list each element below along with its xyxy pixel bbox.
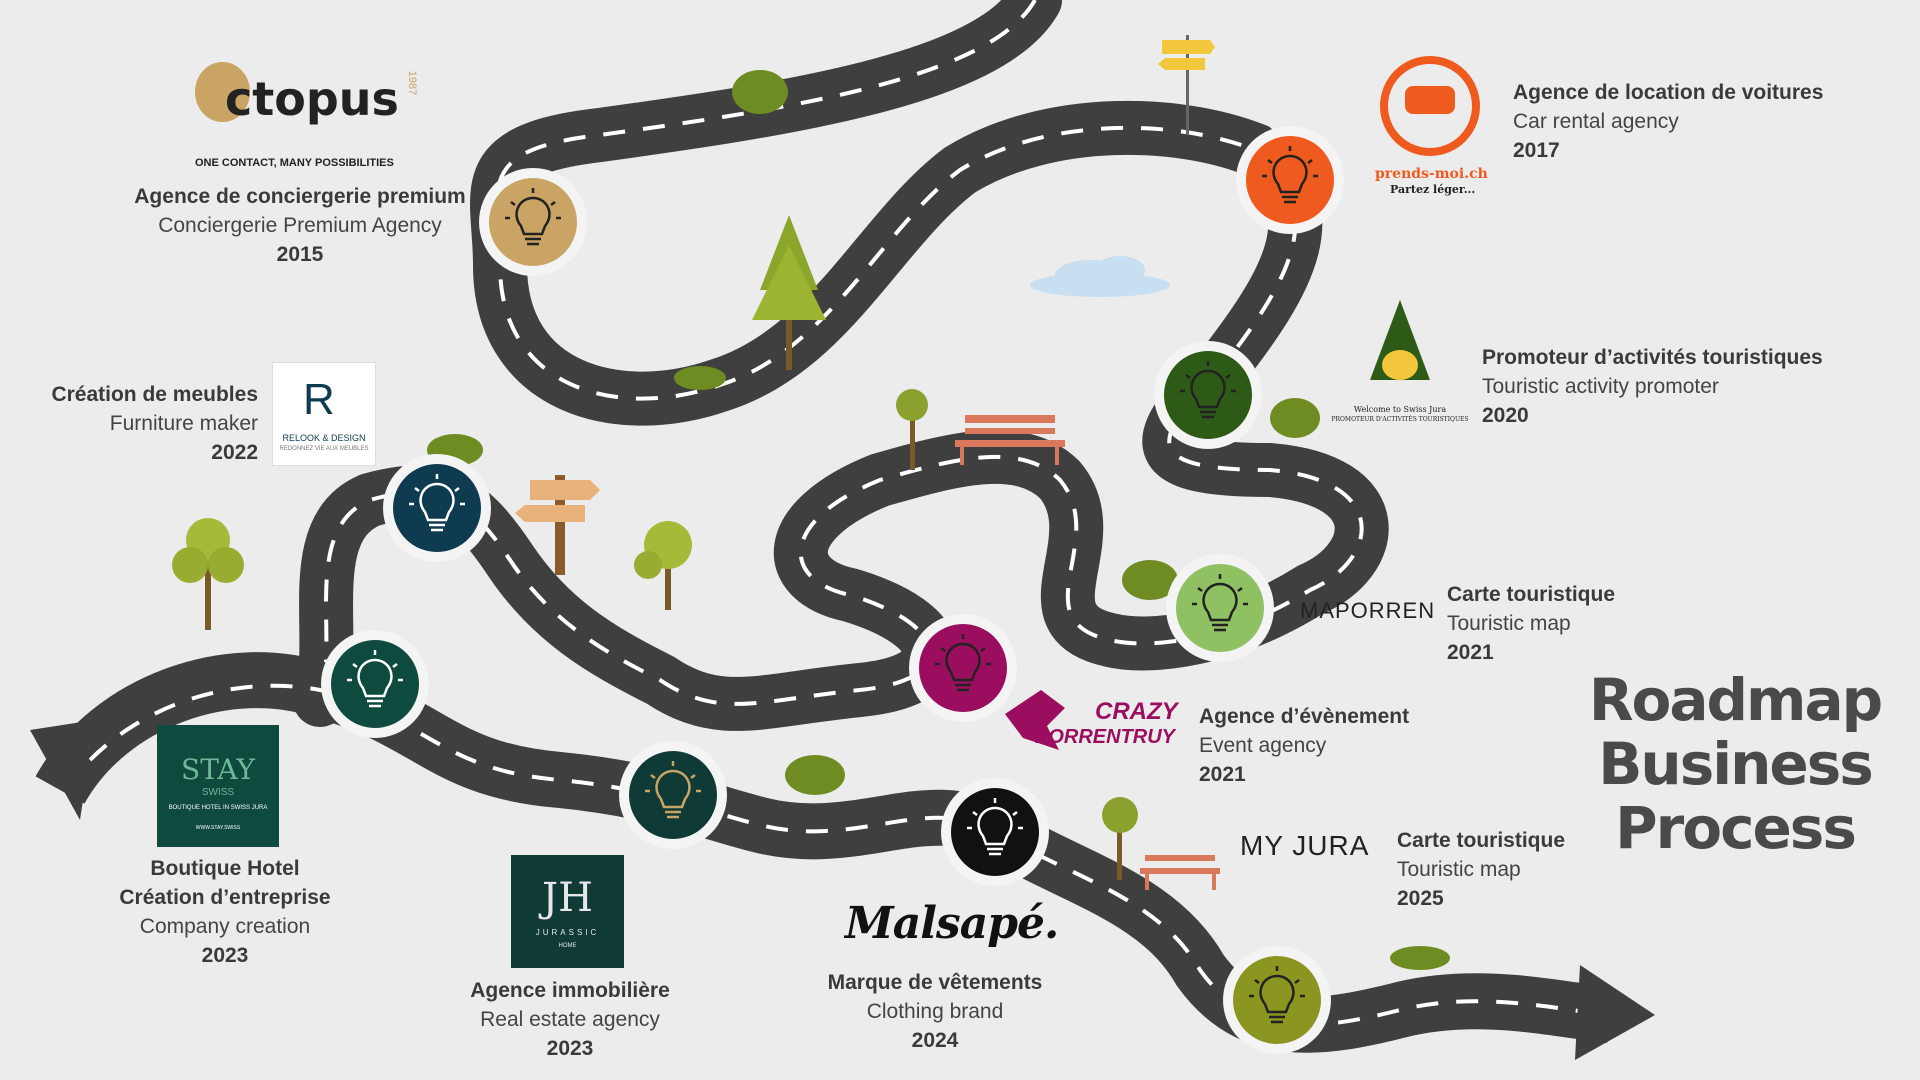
lightbulb-icon <box>935 634 991 692</box>
lightbulb-icon <box>1180 361 1236 419</box>
tree-icon <box>1102 797 1138 880</box>
lightbulb-icon <box>645 761 701 819</box>
road-arrow-left-icon <box>30 720 95 820</box>
milestone-marker <box>1166 554 1274 662</box>
my-jura-logo: MY JURA <box>1240 830 1370 861</box>
lightbulb-icon <box>1249 966 1305 1024</box>
milestone-marker <box>1154 341 1262 449</box>
swiss-jura-logo: Welcome to Swiss Jura PROMOTEUR D'ACTIVI… <box>1330 290 1470 430</box>
bench-icon <box>1140 855 1220 890</box>
bench-icon <box>955 415 1065 465</box>
lightbulb-icon <box>505 188 561 246</box>
milestone-marker <box>909 614 1017 722</box>
lower-road <box>30 652 1655 1060</box>
milestone-marker <box>321 630 429 738</box>
prends-moi-logo: prends-moi.ch Partez léger... <box>1375 56 1495 196</box>
milestone-marker <box>383 454 491 562</box>
milestone-marker <box>1223 946 1331 1054</box>
lightbulb-icon <box>409 474 465 532</box>
relook-design-logo: R RELOOK & DESIGN REDONNEZ VIE AUX MEUBL… <box>272 362 376 466</box>
tree-icon <box>896 389 928 470</box>
octopus-logo: ctopus 1987 ONE CONTACT, MANY POSSIBILIT… <box>195 62 425 172</box>
milestone-marker <box>941 778 1049 886</box>
lightbulb-icon <box>347 650 403 708</box>
signpost-icon <box>1158 35 1215 135</box>
crazy-porrentruy-logo: CRAZY PORRENTRUY <box>1005 690 1195 760</box>
milestone-marker <box>619 741 727 849</box>
malsape-logo: Malsapé. <box>845 898 1059 949</box>
lightbulb-icon <box>1262 146 1318 204</box>
tree-icon <box>634 521 692 610</box>
signpost-icon <box>515 475 600 575</box>
stay-swiss-logo: STAY SWISS BOUTIQUE HOTEL IN SWISS JURA … <box>157 725 279 847</box>
lightbulb-icon <box>967 798 1023 856</box>
cloud-icon <box>1030 256 1170 297</box>
lightbulb-icon <box>1192 574 1248 632</box>
upper-road <box>293 0 1389 731</box>
jurassic-home-logo: JH JURASSIC HOME <box>511 855 624 968</box>
page-title: Roadmap Business Process <box>1588 666 1883 862</box>
milestone-marker <box>479 168 587 276</box>
maporren-logo: MAPORREN <box>1300 598 1436 623</box>
road-arrow-right-icon <box>1575 965 1655 1060</box>
milestone-marker <box>1236 126 1344 234</box>
pine-tree-icon <box>752 215 826 370</box>
tree-icon <box>172 518 244 630</box>
